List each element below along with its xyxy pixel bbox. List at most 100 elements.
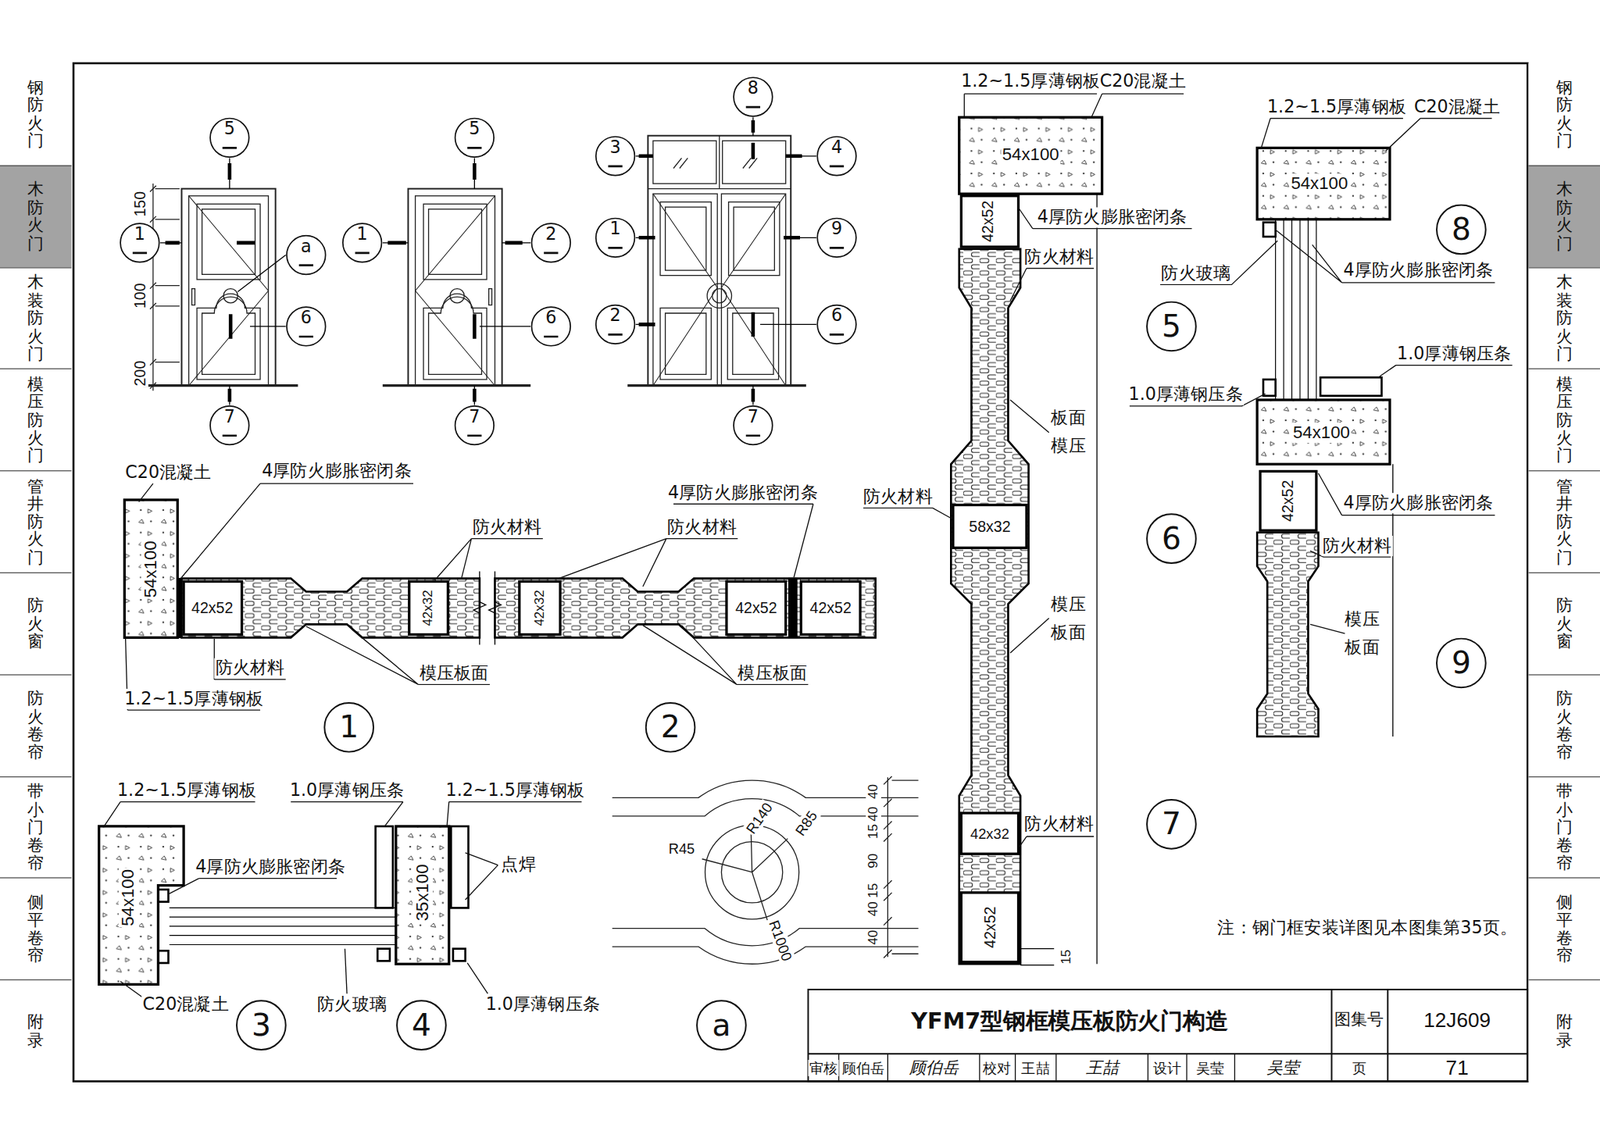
annotation-label: 防火材料: [1023, 246, 1095, 268]
callout-number: 9: [1451, 647, 1472, 679]
callout-number: 9: [816, 217, 858, 239]
callout-number: a: [711, 1010, 731, 1041]
dimension-text: 35x100: [412, 863, 433, 922]
title-block: [807, 989, 1528, 1083]
dimension-text: 150: [131, 190, 150, 218]
annotation-label: 板面: [1050, 622, 1087, 643]
leader-line: [306, 626, 490, 685]
section-2: [489, 571, 502, 645]
callout-dash: [607, 246, 622, 250]
leader-line: [1260, 118, 1404, 149]
annotation-label: 防火玻璃: [316, 995, 388, 1016]
section-3: [99, 826, 397, 985]
door-elevation: [181, 189, 275, 386]
annotation-label: 防火材料: [1321, 535, 1393, 557]
annotation-label: C20混凝土: [124, 462, 213, 483]
section-3: [157, 889, 168, 903]
door-elevation: [428, 209, 483, 275]
section-5-7: [959, 117, 1103, 194]
leader-line: [1310, 624, 1345, 634]
section-callout: 1: [594, 217, 636, 258]
chapter-tab: 模压防火门: [0, 368, 72, 471]
leader-line: [964, 93, 1097, 117]
chapter-tab: 带小门卷帘: [1528, 775, 1600, 878]
door-elevation: [721, 193, 786, 386]
annotation-label: 1.2~1.5厚薄钢板: [444, 780, 586, 801]
annotation-label: 1.0厚薄钢压条: [1127, 385, 1244, 406]
annotation-label: 防火材料: [471, 517, 543, 538]
dimension-text: 42x32: [421, 589, 437, 628]
section-5-7: [950, 117, 1102, 965]
title-block: [839, 1053, 1236, 1082]
annotation-label: 1.0厚薄钢压条: [484, 995, 601, 1016]
section-callout: 7: [732, 405, 774, 447]
chapter-tab: 防火窗: [1528, 572, 1600, 675]
door-elevation: [728, 202, 780, 276]
callout-dash: [746, 106, 761, 109]
tab-label: 附录: [1556, 1013, 1573, 1050]
annotation-label: 1.0厚薄钢压条: [1396, 343, 1513, 365]
callout-number: 6: [530, 306, 572, 328]
callout-dash: [607, 333, 622, 336]
door-elevation: [450, 289, 465, 304]
title-block-cell: 71: [1444, 1056, 1470, 1080]
annotation-label: C20混凝土: [141, 995, 230, 1016]
door-elevation: [660, 307, 711, 379]
callout-dash: [467, 146, 482, 150]
callout-number: 3: [251, 1010, 272, 1041]
leader-line: [467, 963, 488, 994]
tab-label: 木装防火门: [1556, 273, 1573, 364]
door-elevation: [665, 207, 707, 271]
detail-number-circle: 6: [1146, 513, 1197, 565]
leader-line: [465, 853, 499, 900]
leader-line: [1092, 93, 1185, 117]
callout-circle-outline: [696, 1000, 747, 1050]
door-elevation: [718, 135, 720, 190]
annotation-label: 1.2~1.5厚薄钢板: [960, 71, 1102, 93]
tab-label: 管井防火门: [27, 477, 44, 568]
sheet-frame: [73, 63, 1528, 1083]
section-1: [124, 500, 486, 645]
chapter-tab: 木防火门: [0, 164, 72, 267]
callout-dash: [222, 146, 237, 150]
section-1: [473, 571, 486, 645]
annotation-label: 4厚防火膨胀密闭条: [194, 857, 347, 878]
dimension-text: 54x100: [1292, 422, 1351, 443]
callout-number: 4: [816, 135, 858, 158]
leader-line: [169, 878, 337, 895]
dimension-text: 15: [865, 823, 882, 841]
leader-line: [433, 539, 543, 583]
dimension-text: 40: [865, 783, 882, 801]
callout-circle-outline: [1436, 639, 1486, 689]
drawing-title: YFM7型钢框模压板防火门构造: [910, 1008, 1229, 1035]
tab-label: 带小门卷帘: [1556, 782, 1573, 873]
section-5-7: [960, 892, 1018, 963]
callout-circle-outline: [1146, 302, 1197, 352]
leader-line: [290, 802, 404, 827]
dimension-text: 42x52: [978, 199, 997, 243]
door-elevation: [155, 189, 180, 363]
door-elevation: [423, 203, 487, 280]
detail-a: [883, 776, 892, 958]
leader-line: [1379, 365, 1513, 377]
tab-label: 钢防火门: [27, 78, 44, 150]
section-2: [800, 581, 861, 635]
dimension-text: 100: [131, 282, 150, 310]
annotation-label: 4厚防火膨胀密闭条: [1342, 260, 1494, 281]
dimension-text: 42x52: [734, 599, 779, 618]
callout-dash: [355, 252, 370, 255]
section-callout: 1: [342, 222, 383, 264]
title-block-cell: 图集号: [1333, 1010, 1385, 1030]
door-elevation: [189, 196, 269, 386]
section-callout: 8: [732, 76, 774, 118]
section-callout: 1: [119, 222, 161, 264]
annotation-label: 防火材料: [862, 486, 934, 508]
leader-line: [139, 483, 154, 503]
callout-dash: [543, 252, 558, 255]
leader-line: [446, 802, 582, 827]
callout-number: 2: [660, 712, 681, 743]
detail-number-circle: a: [696, 1000, 747, 1051]
section-8-9: [1257, 147, 1393, 737]
dimension-text: 42x32: [969, 825, 1011, 843]
